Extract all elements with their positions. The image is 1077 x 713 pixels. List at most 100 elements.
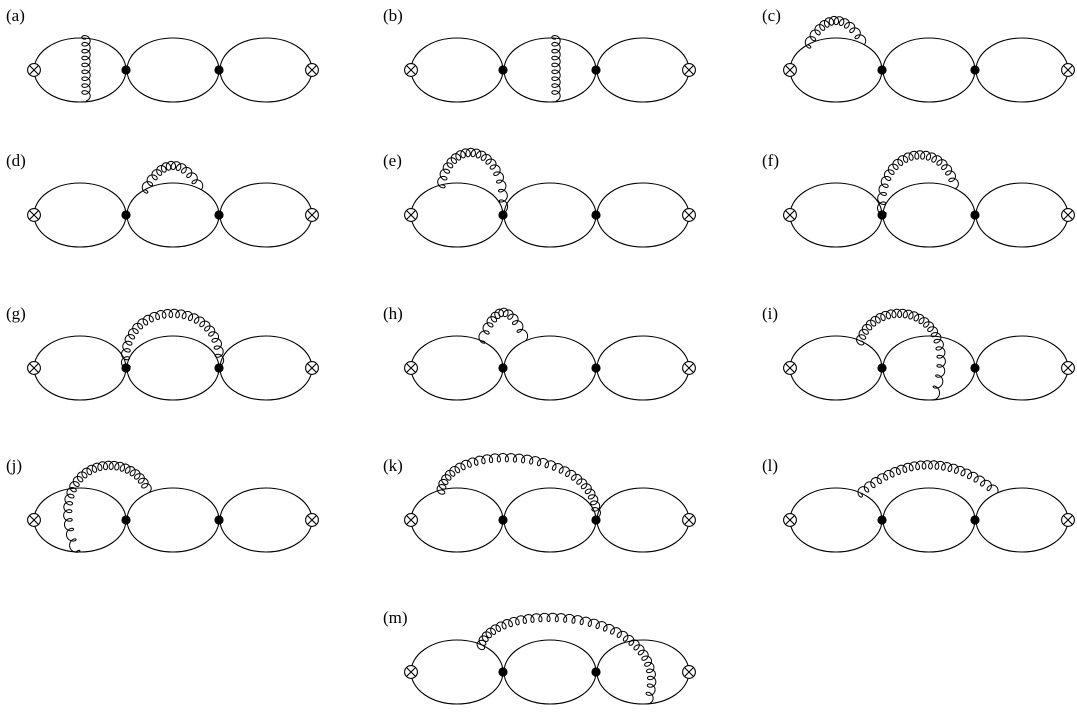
- diagram-panel: (d): [6, 151, 319, 248]
- vertex-dot: [121, 65, 131, 75]
- fermion-loop: [126, 182, 220, 248]
- panel-label: (b): [383, 6, 403, 25]
- fermion-loop: [503, 37, 597, 103]
- panel-label: (a): [6, 6, 25, 25]
- vertex-dot: [970, 515, 980, 525]
- gluon-line: [857, 460, 999, 498]
- diagram-panel: (g): [6, 304, 319, 401]
- vertex-dot: [498, 363, 508, 373]
- current-insertion-icon: [404, 63, 418, 77]
- panel-label: (j): [6, 456, 22, 475]
- gluon-line: [141, 160, 204, 194]
- fermion-loop: [882, 182, 976, 248]
- vertex-dot: [498, 65, 508, 75]
- fermion-loop: [33, 182, 127, 248]
- current-insertion-icon: [682, 361, 696, 375]
- fermion-loop: [503, 335, 597, 401]
- vertex-dot: [498, 667, 508, 677]
- diagram-panel: (l): [762, 456, 1075, 553]
- panel-label: (e): [383, 151, 402, 170]
- fermion-loop: [410, 639, 504, 705]
- gluon-line: [856, 308, 946, 401]
- vertex-dot: [591, 210, 601, 220]
- vertex-dot: [591, 363, 601, 373]
- fermion-loop: [596, 335, 690, 401]
- gluon-line: [81, 35, 91, 102]
- fermion-loop: [33, 37, 127, 103]
- current-insertion-icon: [1061, 208, 1075, 222]
- fermion-loop: [219, 335, 313, 401]
- vertex-dot: [498, 210, 508, 220]
- current-insertion-icon: [783, 63, 797, 77]
- current-insertion-icon: [305, 513, 319, 527]
- vertex-dot: [591, 65, 601, 75]
- diagram-panel: (f): [762, 150, 1075, 248]
- current-insertion-icon: [404, 361, 418, 375]
- gluon-line: [876, 150, 959, 216]
- panel-label: (g): [6, 304, 26, 323]
- fermion-loop: [596, 487, 690, 553]
- fermion-loop: [975, 182, 1069, 248]
- diagram-panel: (j): [6, 456, 319, 553]
- gluon-line: [120, 308, 225, 369]
- fermion-loop: [33, 335, 127, 401]
- current-insertion-icon: [783, 513, 797, 527]
- vertex-dot: [877, 515, 887, 525]
- vertex-dot: [877, 210, 887, 220]
- current-insertion-icon: [682, 665, 696, 679]
- fermion-loop: [882, 37, 976, 103]
- fermion-loop: [596, 37, 690, 103]
- diagram-panel: (b): [383, 6, 696, 103]
- diagram-panel: (a): [6, 6, 319, 103]
- fermion-loop: [882, 487, 976, 553]
- gluon-line: [437, 147, 509, 214]
- fermion-loop: [219, 37, 313, 103]
- current-insertion-icon: [305, 361, 319, 375]
- gluon-line: [804, 15, 867, 49]
- vertex-dot: [591, 515, 601, 525]
- panel-label: (l): [762, 456, 778, 475]
- current-insertion-icon: [27, 63, 41, 77]
- current-insertion-icon: [404, 513, 418, 527]
- vertex-dot: [970, 210, 980, 220]
- panel-label: (c): [762, 6, 781, 25]
- fermion-loop: [33, 487, 127, 553]
- fermion-loop: [126, 37, 220, 103]
- fermion-loop: [789, 182, 883, 248]
- panel-label: (f): [762, 151, 779, 170]
- current-insertion-icon: [682, 63, 696, 77]
- diagram-panel: (k): [383, 453, 696, 553]
- panel-label: (i): [762, 304, 778, 323]
- vertex-dot: [214, 363, 224, 373]
- current-insertion-icon: [404, 208, 418, 222]
- current-insertion-icon: [682, 208, 696, 222]
- panel-label: (k): [383, 456, 403, 475]
- fermion-loop: [503, 487, 597, 553]
- gluon-line: [478, 307, 529, 344]
- vertex-dot: [877, 363, 887, 373]
- vertex-dot: [591, 667, 601, 677]
- fermion-loop: [503, 639, 597, 705]
- current-insertion-icon: [1061, 513, 1075, 527]
- current-insertion-icon: [27, 361, 41, 375]
- current-insertion-icon: [783, 361, 797, 375]
- current-insertion-icon: [1061, 361, 1075, 375]
- diagram-panel: (h): [383, 304, 696, 401]
- vertex-dot: [970, 65, 980, 75]
- fermion-loop: [410, 487, 504, 553]
- current-insertion-icon: [27, 208, 41, 222]
- fermion-loop: [410, 37, 504, 103]
- vertex-dot: [121, 363, 131, 373]
- diagram-panel: (m): [383, 608, 696, 705]
- vertex-dot: [214, 515, 224, 525]
- vertex-dot: [214, 210, 224, 220]
- current-insertion-icon: [682, 513, 696, 527]
- current-insertion-icon: [305, 63, 319, 77]
- panel-label: (d): [6, 151, 26, 170]
- panel-label: (h): [383, 304, 403, 323]
- diagram-panel: (e): [383, 147, 696, 248]
- fermion-loop: [882, 335, 976, 401]
- gluon-line: [63, 460, 152, 553]
- gluon-line: [551, 35, 561, 102]
